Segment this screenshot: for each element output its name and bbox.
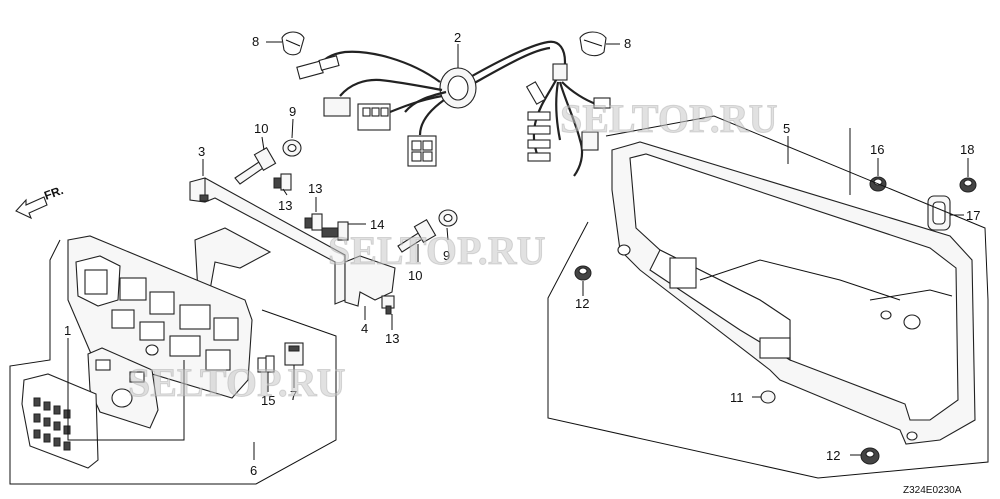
- nut-12-upper: [574, 265, 592, 281]
- callout-15: 15: [261, 393, 275, 408]
- wire-harness: [296, 40, 611, 177]
- bolt-13-c: [381, 295, 395, 315]
- callout-17: 17: [966, 208, 980, 223]
- leader-lines: [67, 41, 969, 460]
- bolt-14: [321, 221, 349, 241]
- cap-11: [760, 390, 776, 404]
- figure-code: Z324E0230A: [903, 485, 962, 496]
- callout-11: 11: [730, 390, 744, 405]
- grommet-17: [927, 195, 951, 231]
- outlet-cover: [21, 373, 99, 469]
- group-outline-panel: [9, 239, 337, 485]
- callout-13-b: 13: [278, 198, 292, 213]
- callout-13-a: 13: [308, 181, 322, 196]
- bolt-13-a: [273, 173, 292, 191]
- cable-clamp-right: [579, 31, 607, 57]
- mounting-bracket: [189, 177, 346, 305]
- callout-5: 5: [783, 121, 790, 136]
- outlet-sockets: [33, 397, 71, 451]
- callout-4: 4: [361, 321, 368, 336]
- callout-3: 3: [198, 144, 205, 159]
- watermark-middle: SELTOP.RU: [328, 228, 546, 273]
- grommet-upper: [282, 139, 302, 157]
- callout-7: 7: [290, 388, 297, 403]
- front-direction-arrow: FR.: [15, 183, 65, 220]
- panel-case: [611, 141, 976, 445]
- bolt-13-b: [304, 213, 323, 231]
- callout-12-lower: 12: [826, 448, 840, 463]
- callout-labels: 8 2 8 9 10 3 13 13 14 9 10 4 13 1 15 7 6…: [64, 30, 980, 478]
- callout-1: 1: [64, 323, 71, 338]
- stud-bolt-upper: [234, 146, 277, 185]
- switch-15: [257, 355, 275, 373]
- callout-8-right: 8: [624, 36, 631, 51]
- callout-9-upper: 9: [289, 104, 296, 119]
- callout-12-upper: 12: [575, 296, 589, 311]
- cable-clamp-left: [281, 31, 305, 56]
- watermark-bottom: SELTOP.RU: [128, 360, 346, 405]
- callout-9-lower: 9: [443, 248, 450, 263]
- callout-10-upper: 10: [254, 121, 268, 136]
- callout-8-left: 8: [252, 34, 259, 49]
- group-bracket-1: [67, 345, 185, 441]
- watermarks: SELTOP.RU SELTOP.RU SELTOP.RU: [128, 96, 779, 406]
- callout-10-lower: 10: [408, 268, 422, 283]
- grommet-lower: [438, 209, 458, 227]
- small-bracket: [344, 255, 396, 307]
- stud-bolt-lower: [397, 218, 437, 253]
- callout-18: 18: [960, 142, 974, 157]
- callout-6: 6: [250, 463, 257, 478]
- nut-12-lower: [860, 447, 880, 465]
- callout-2: 2: [454, 30, 461, 45]
- callout-13-c: 13: [385, 331, 399, 346]
- callout-16: 16: [870, 142, 884, 157]
- watermark-top: SELTOP.RU: [560, 96, 778, 141]
- callout-14: 14: [370, 217, 384, 232]
- group-outline-case: [547, 115, 989, 479]
- front-direction-label: FR.: [42, 183, 65, 203]
- nut-18: [959, 177, 977, 193]
